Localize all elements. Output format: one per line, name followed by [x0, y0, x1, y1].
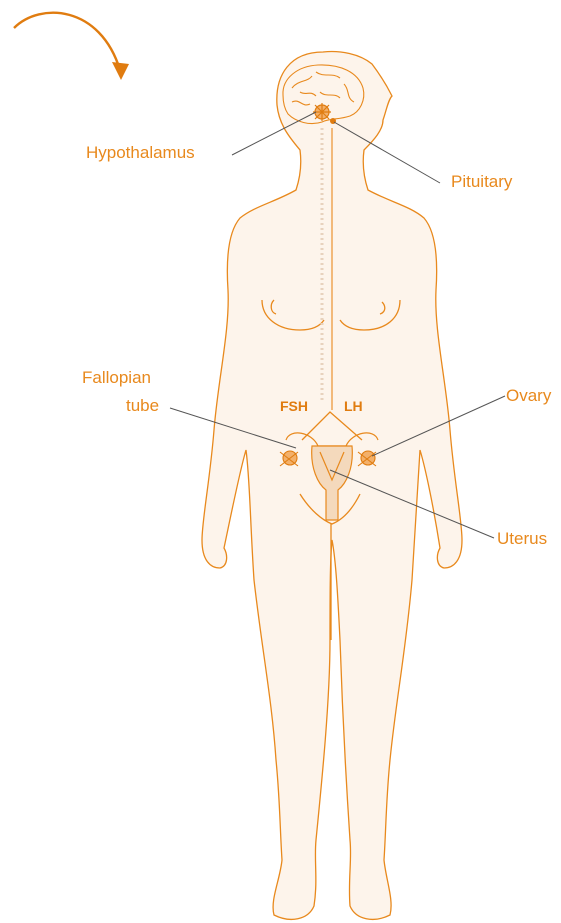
fsh-label: FSH: [280, 398, 308, 414]
lh-label: LH: [344, 398, 363, 414]
curved-arrow-icon: [14, 13, 129, 80]
pituitary-label: Pituitary: [451, 172, 512, 192]
fallopian-tube-label-line2: tube: [126, 396, 159, 416]
hypothalamus-label: Hypothalamus: [86, 143, 195, 163]
uterus-label: Uterus: [497, 529, 547, 549]
fallopian-tube-label-line1: Fallopian: [82, 368, 151, 388]
ovary-label: Ovary: [506, 386, 551, 406]
